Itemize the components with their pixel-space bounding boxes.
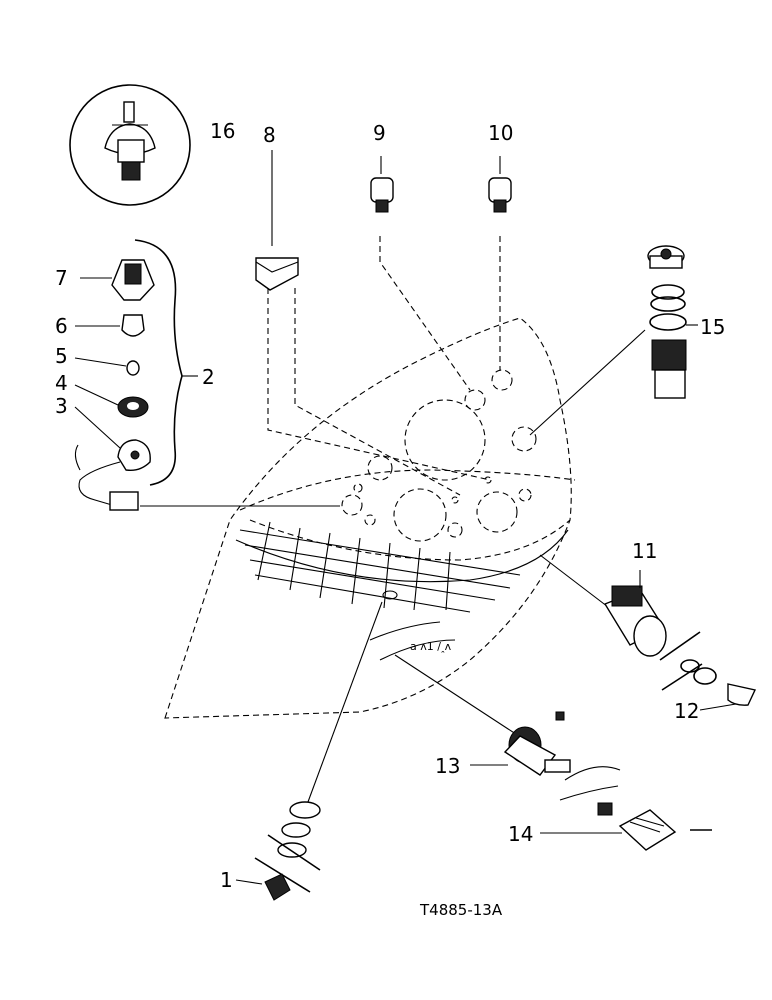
part-16-inset <box>69 84 191 206</box>
callout-6: 6 <box>55 314 68 338</box>
callout-11: 11 <box>632 539 657 563</box>
callout-15: 15 <box>700 315 725 339</box>
parts-9-10-bulbs <box>370 156 512 213</box>
callout-2: 2 <box>202 365 215 389</box>
svg-text:a ʌ1 /ꞈʌ: a ʌ1 /ꞈʌ <box>410 640 452 653</box>
instrument-panel-housing: a ʌ1 /ꞈʌ <box>164 317 576 719</box>
part-1-plug <box>235 801 321 901</box>
part-11-gauge <box>603 570 757 711</box>
callout-5: 5 <box>55 344 68 368</box>
callout-1: 1 <box>220 868 233 892</box>
callout-10: 10 <box>488 121 513 145</box>
callout-labels: 16 8 9 10 7 6 5 4 3 2 15 11 12 13 14 1 <box>55 119 725 892</box>
callout-3: 3 <box>55 394 68 418</box>
inset-circle <box>69 84 191 206</box>
callout-4: 4 <box>55 371 68 395</box>
part-14-holder <box>540 802 712 851</box>
callout-8: 8 <box>263 123 276 147</box>
callout-14: 14 <box>508 822 533 846</box>
callout-12: 12 <box>674 699 699 723</box>
part-15-switch <box>647 245 698 399</box>
callout-9: 9 <box>373 121 386 145</box>
part-8-clip <box>255 150 299 291</box>
callout-7: 7 <box>55 266 68 290</box>
callout-13: 13 <box>435 754 460 778</box>
figure-reference-code: T4885-13A <box>419 901 503 919</box>
part-13-gauge <box>470 711 621 801</box>
assembly-lines <box>140 236 646 811</box>
callout-16: 16 <box>210 119 235 143</box>
warning-lamp-assembly <box>74 239 198 511</box>
